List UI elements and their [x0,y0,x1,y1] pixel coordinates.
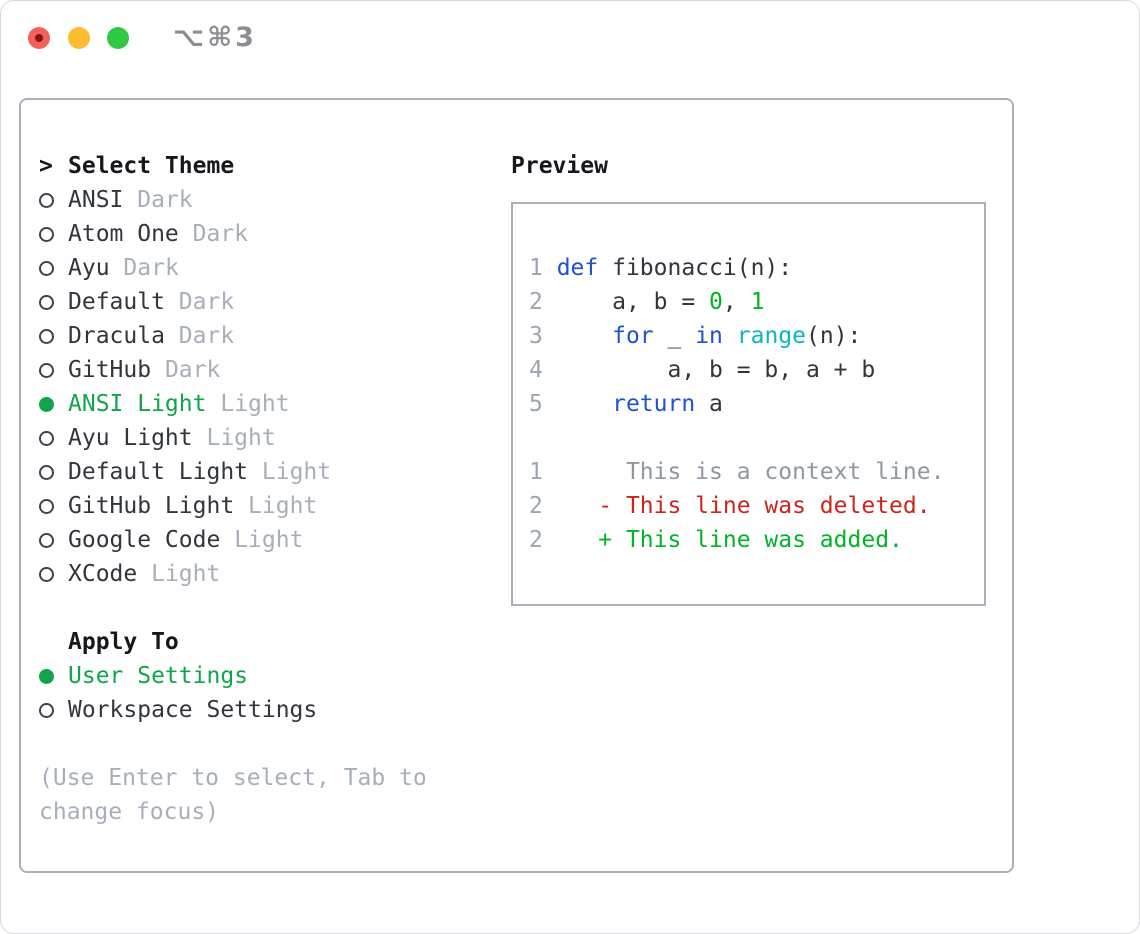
line-number: 5 [529,391,543,417]
apply-to-header-row: Apply To [39,625,427,659]
radio-icon [39,532,54,548]
theme-name: GitHub [68,357,152,383]
theme-option-github-dark[interactable]: GitHub Dark [39,353,427,387]
diff-deleted-line: 2 - This line was deleted. [529,493,931,519]
radio-icon [39,464,54,480]
theme-name: XCode [68,561,138,587]
select-theme-title: Select Theme [68,153,235,179]
theme-variant: Dark [178,289,235,315]
theme-name: ANSI [68,187,124,213]
radio-icon [39,430,54,446]
select-theme-header-row: > Select Theme [39,149,427,183]
theme-option-github-light[interactable]: GitHub Light Light [39,489,427,523]
theme-variant: Light [220,391,290,417]
preview-pane: 1 def fibonacci(n): 2 a, b = 0 , 1 3 for [511,202,986,606]
theme-option-dracula-dark[interactable]: Dracula Dark [39,319,427,353]
radio-icon [39,294,54,310]
theme-variant: Light [151,561,221,587]
theme-option-ansi-dark[interactable]: ANSI Dark [39,183,427,217]
theme-name: Default Light [68,459,249,485]
theme-picker-panel: > Select Theme ANSI Dark Atom One Dark A… [19,98,1014,873]
theme-name: Atom One [68,221,179,247]
radio-icon [39,362,54,378]
help-text: (Use Enter to select, Tab to [39,765,427,791]
radio-icon [39,702,54,718]
theme-list: > Select Theme ANSI Dark Atom One Dark A… [39,149,427,829]
line-number: 1 [529,255,543,281]
window-title: ⌥⌘3 [173,22,257,53]
theme-name: GitHub Light [68,493,235,519]
help-row-2: change focus) [39,795,427,829]
radio-icon [39,226,54,242]
theme-variant: Light [248,493,318,519]
radio-icon [39,328,54,344]
apply-to-title: Apply To [68,629,179,655]
theme-name: Ayu Light [68,425,193,451]
radio-icon [39,260,54,276]
theme-option-ayu-light[interactable]: Ayu Light Light [39,421,427,455]
theme-variant: Dark [192,221,249,247]
blank-line [529,421,984,455]
cursor-icon: > [39,153,53,179]
help-text: change focus) [39,799,220,825]
theme-variant: Light [234,527,304,553]
theme-option-atom-one-dark[interactable]: Atom One Dark [39,217,427,251]
preview-header-row: Preview [511,149,986,183]
minimize-button[interactable] [68,27,90,49]
close-button[interactable] [28,27,50,49]
theme-variant: Light [261,459,332,485]
theme-variant: Dark [178,323,235,349]
radio-selected-icon [39,668,54,684]
theme-variant: Dark [137,187,193,213]
theme-option-xcode[interactable]: XCode Light [39,557,427,591]
spacer [39,727,427,761]
code-line-5: 5 return a [529,391,723,417]
line-number: 2 [529,289,543,315]
code-line-3: 3 for _ in range (n): [529,323,862,349]
theme-option-default-dark[interactable]: Default Dark [39,285,427,319]
code-line-2: 2 a, b = 0 , 1 [529,289,765,315]
apply-option-label: Workspace Settings [68,697,318,723]
code-line-1: 1 def fibonacci(n): [529,255,793,281]
theme-option-default-light[interactable]: Default Light Light [39,455,427,489]
apply-option-user-settings[interactable]: User Settings [39,659,427,693]
preview-title: Preview [511,153,608,179]
radio-selected-icon [39,396,54,412]
line-number: 2 [529,493,543,519]
line-number: 1 [529,459,543,485]
theme-name: ANSI Light [68,391,207,417]
line-number: 3 [529,323,543,349]
theme-option-ansi-light[interactable]: ANSI Light Light [39,387,427,421]
code-line-4: 4 a, b = b, a + b [529,357,876,383]
spacer [39,591,427,625]
theme-variant: Dark [164,357,221,383]
line-number: 2 [529,527,543,553]
radio-icon [39,498,54,514]
radio-icon [39,566,54,582]
theme-name: Ayu [68,255,110,281]
theme-name: Dracula [68,323,165,349]
apply-option-label: User Settings [68,663,249,689]
preview-column: Preview 1 def fibonacci(n): 2 a, b = 0 ,… [511,149,986,606]
theme-name: Default [68,289,165,315]
modified-dot-icon [35,34,43,42]
theme-option-google-code[interactable]: Google Code Light [39,523,427,557]
diff-added-line: 2 + This line was added. [529,527,903,553]
theme-variant: Light [206,425,276,451]
titlebar: ⌥⌘3 [1,1,1139,73]
maximize-button[interactable] [107,27,129,49]
theme-name: Google Code [68,527,221,553]
apply-option-workspace-settings[interactable]: Workspace Settings [39,693,427,727]
theme-option-ayu-dark[interactable]: Ayu Dark [39,251,427,285]
theme-variant: Dark [123,255,179,281]
diff-context-line: 1 This is a context line. [529,459,945,485]
help-row-1: (Use Enter to select, Tab to [39,761,427,795]
line-number: 4 [529,357,543,383]
radio-icon [39,192,54,208]
